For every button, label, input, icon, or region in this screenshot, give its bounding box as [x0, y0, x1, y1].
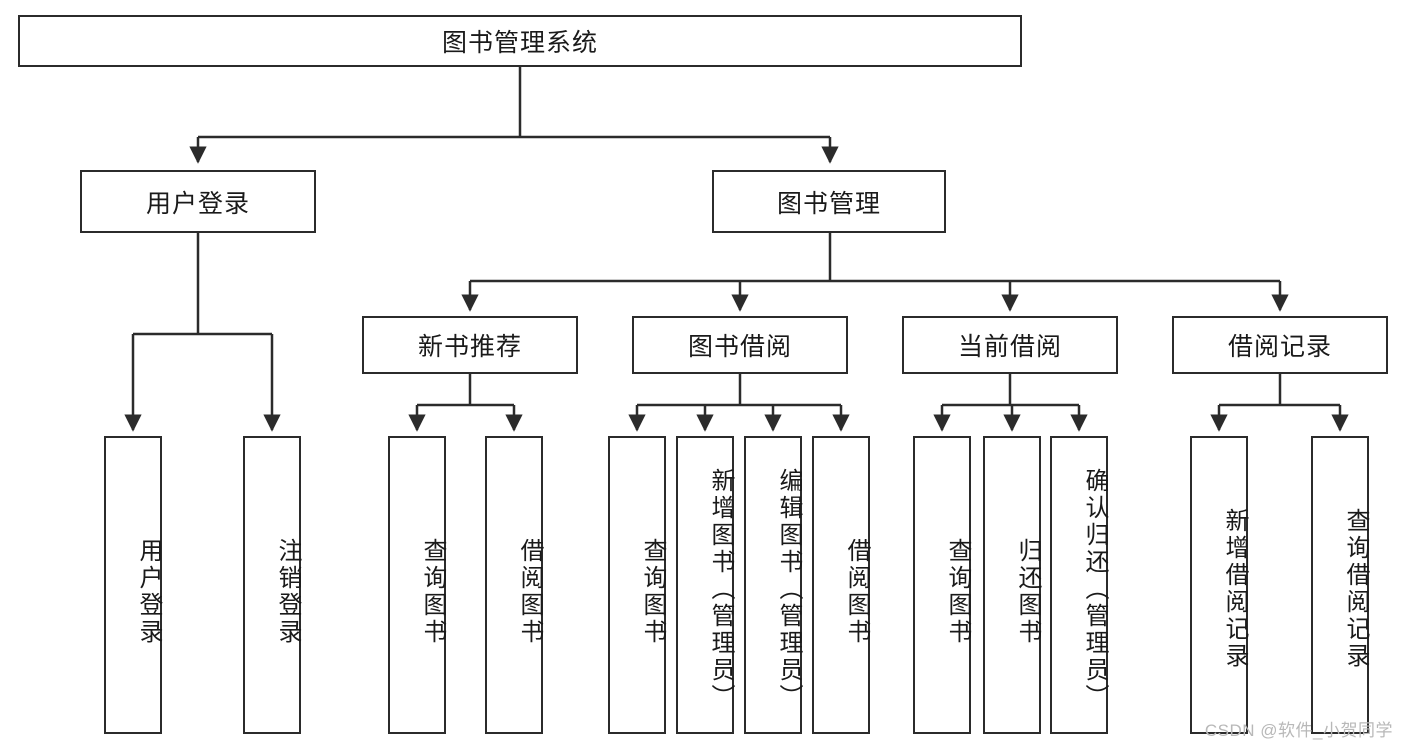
leaf-borrow-book-recommend[interactable]: 借阅图书	[485, 436, 543, 734]
leaf-query-book-borrow[interactable]: 查询图书	[608, 436, 666, 734]
leaf-return-book[interactable]: 归还图书	[983, 436, 1041, 734]
leaf-label: 新增图书（管理员）	[707, 467, 734, 711]
leaf-label: 查询借阅记录	[1342, 508, 1369, 670]
leaf-label: 查询图书	[419, 538, 446, 646]
leaf-logout-login[interactable]: 注销登录	[243, 436, 301, 734]
leaf-query-book-current[interactable]: 查询图书	[913, 436, 971, 734]
node-user-login-label: 用户登录	[145, 189, 250, 218]
node-new-book-recommend[interactable]: 新书推荐	[362, 316, 578, 374]
leaf-confirm-return-admin[interactable]: 确认归还（管理员）	[1050, 436, 1108, 734]
leaf-label: 归还图书	[1014, 538, 1041, 646]
leaf-user-login[interactable]: 用户登录	[104, 436, 162, 734]
leaf-label: 用户登录	[135, 538, 162, 646]
leaf-label: 查询图书	[944, 538, 971, 646]
leaf-label: 确认归还（管理员）	[1081, 467, 1108, 711]
leaf-label: 借阅图书	[516, 538, 543, 646]
node-borrow-record[interactable]: 借阅记录	[1172, 316, 1388, 374]
node-current-borrow[interactable]: 当前借阅	[902, 316, 1118, 374]
leaf-edit-book-admin[interactable]: 编辑图书（管理员）	[744, 436, 802, 734]
leaf-label: 注销登录	[274, 538, 301, 646]
node-book-management[interactable]: 图书管理	[712, 170, 946, 233]
watermark-credit: CSDN @软件_小贺同学	[1204, 721, 1393, 740]
leaf-query-borrow-record[interactable]: 查询借阅记录	[1311, 436, 1369, 734]
leaf-label: 借阅图书	[843, 538, 870, 646]
leaf-label: 查询图书	[639, 538, 666, 646]
node-new-book-recommend-label: 新书推荐	[417, 333, 522, 361]
node-user-login[interactable]: 用户登录	[80, 170, 316, 233]
leaf-add-book-admin[interactable]: 新增图书（管理员）	[676, 436, 734, 734]
leaf-borrow-book[interactable]: 借阅图书	[812, 436, 870, 734]
node-book-borrow-label: 图书借阅	[687, 333, 792, 361]
leaf-label: 新增借阅记录	[1221, 508, 1248, 670]
leaf-add-borrow-record[interactable]: 新增借阅记录	[1190, 436, 1248, 734]
node-root-label: 图书管理系统	[441, 29, 598, 57]
leaf-query-book-recommend[interactable]: 查询图书	[388, 436, 446, 734]
node-root[interactable]: 图书管理系统	[18, 15, 1022, 67]
node-current-borrow-label: 当前借阅	[957, 333, 1062, 361]
leaf-label: 编辑图书（管理员）	[775, 467, 802, 711]
node-book-management-label: 图书管理	[776, 189, 881, 218]
node-book-borrow[interactable]: 图书借阅	[632, 316, 848, 374]
node-borrow-record-label: 借阅记录	[1227, 333, 1332, 361]
